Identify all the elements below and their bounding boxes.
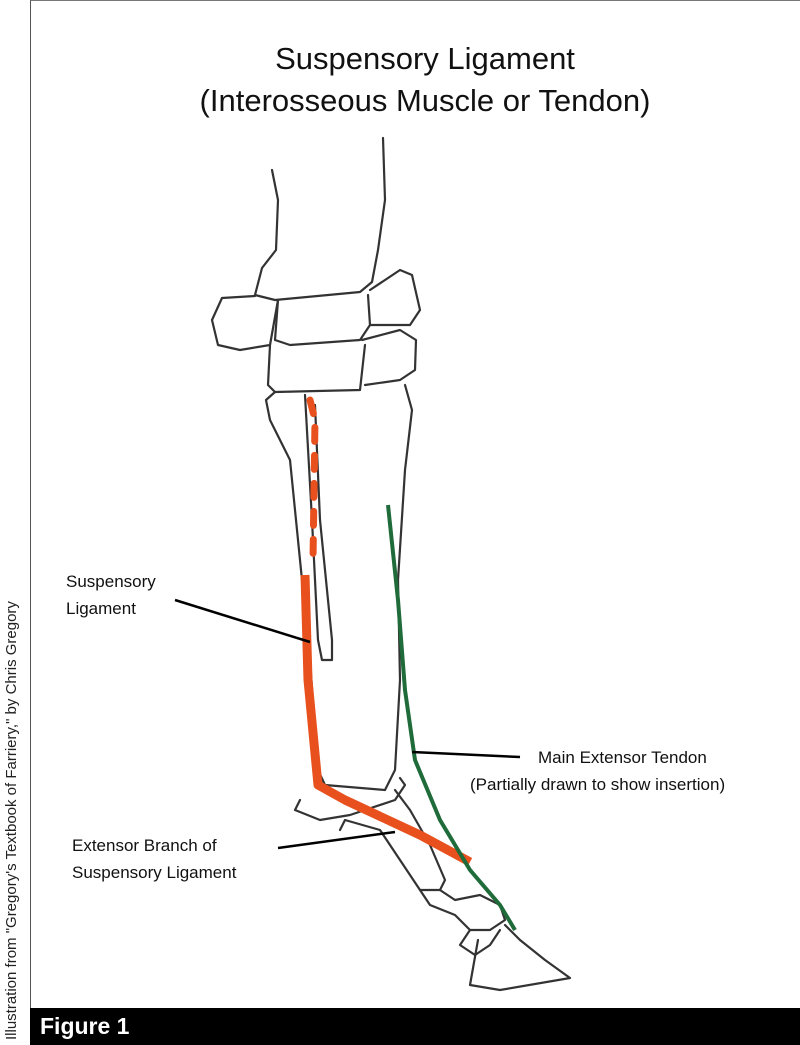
label-suspensory-ligament: Suspensory Ligament — [66, 568, 156, 622]
label-line: Main Extensor Tendon — [538, 748, 707, 767]
label-line: Ligament — [66, 599, 136, 619]
figure-frame — [30, 0, 800, 1008]
label-extensor-branch: Extensor Branch of Suspensory Ligament — [72, 832, 236, 886]
figure-label: Figure 1 — [40, 1013, 130, 1039]
label-line: Suspensory Ligament — [72, 863, 237, 883]
title-line-2: (Interosseous Muscle or Tendon) — [199, 83, 651, 118]
bone-outline — [210, 136, 572, 992]
suspensory-ligament-drawing — [300, 396, 473, 866]
leader-lines — [174, 598, 521, 850]
figure-caption-bar: Figure 1 — [30, 1008, 800, 1045]
main-extensor-tendon-drawing — [386, 504, 517, 932]
title-line-1: Suspensory Ligament — [275, 41, 575, 76]
label-line: (Partially drawn to show insertion) — [470, 775, 726, 795]
label-line: Suspensory — [66, 572, 156, 591]
label-line: Extensor Branch of — [72, 836, 217, 855]
label-main-extensor-tendon: Main Extensor Tendon (Partially drawn to… — [470, 744, 725, 798]
